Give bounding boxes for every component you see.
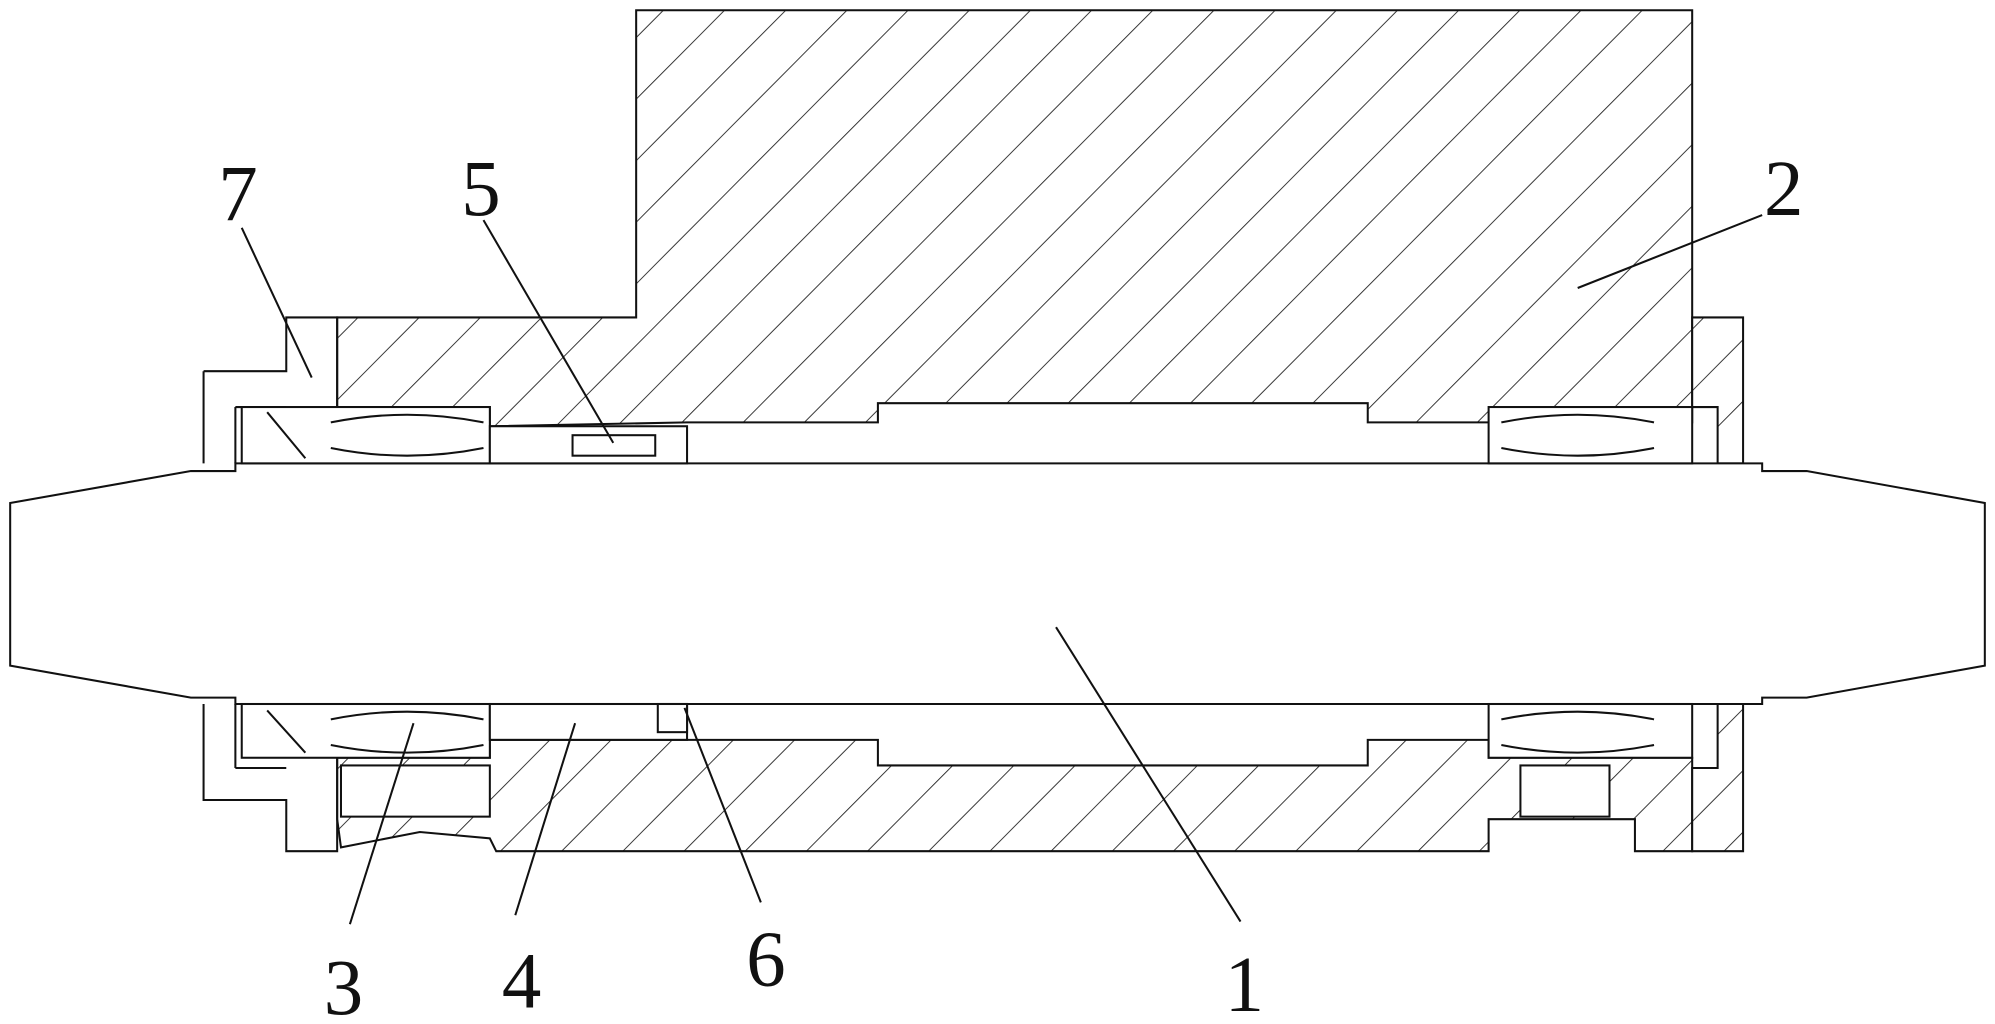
label-shoulder: 6 bbox=[746, 915, 785, 1003]
shoulder-ring bbox=[658, 704, 687, 732]
label-bearing: 3 bbox=[324, 944, 363, 1024]
label-shaft: 1 bbox=[1225, 941, 1264, 1024]
right-end-cap bbox=[1692, 317, 1743, 463]
housing-upper bbox=[337, 10, 1692, 426]
shaft bbox=[10, 463, 1985, 704]
lower-recess-right bbox=[1520, 765, 1609, 816]
lower-recess-left bbox=[341, 765, 490, 816]
bearing-left-lower bbox=[242, 704, 490, 758]
label-housing: 2 bbox=[1764, 145, 1803, 233]
bearing-right-lower bbox=[1489, 704, 1693, 758]
label-end-cap: 7 bbox=[218, 150, 257, 238]
label-spacer: 4 bbox=[502, 937, 541, 1024]
bearing-right-upper bbox=[1489, 407, 1693, 463]
key bbox=[573, 435, 656, 455]
bearing-left-upper bbox=[242, 407, 490, 463]
label-key: 5 bbox=[461, 145, 500, 233]
right-end-cap-lower bbox=[1692, 704, 1743, 851]
